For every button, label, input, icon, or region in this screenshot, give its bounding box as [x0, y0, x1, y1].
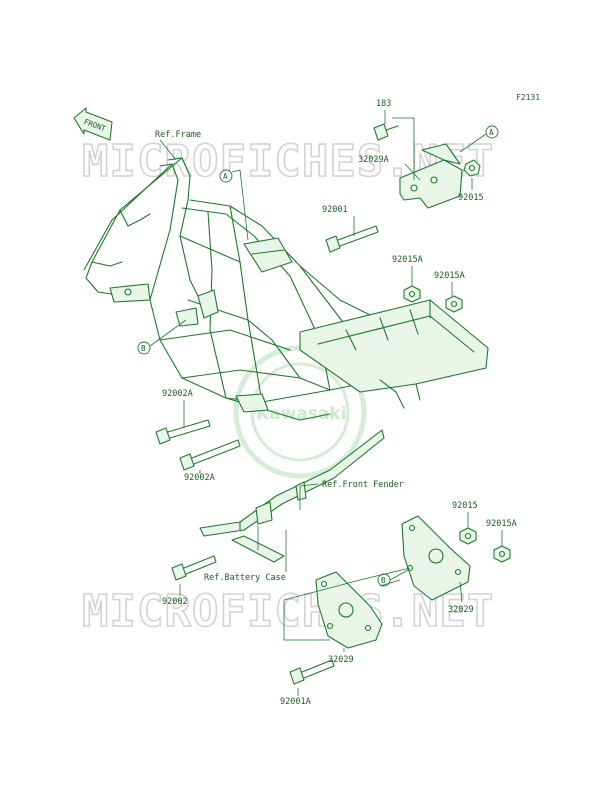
label-ref-frame: Ref.Frame [155, 130, 201, 140]
nut-92015a-low [493, 545, 511, 563]
callout-a-bracket: A [459, 125, 499, 153]
label-32029-left: 32029 [328, 655, 354, 665]
label-92002a-1: 92002A [162, 389, 193, 399]
plate-32029-right [401, 515, 471, 601]
svg-text:A: A [223, 172, 228, 181]
svg-text:B: B [141, 344, 146, 353]
bolt-92002 [171, 555, 217, 581]
label-92001: 92001 [322, 205, 348, 215]
nut-92015a-right [445, 295, 463, 313]
brand-logo-text: Kawasaki [256, 404, 347, 424]
label-92002: 92002 [162, 597, 188, 607]
callout-a-frame: A [219, 169, 249, 241]
bracket-32029a [399, 143, 463, 209]
label-ref-front-fender: Ref.Front Fender [322, 480, 404, 490]
svg-text:A: A [489, 128, 494, 137]
figure-code: F2131 [516, 93, 540, 102]
label-183: 183 [376, 99, 391, 109]
front-fender-bracket [199, 429, 385, 537]
bolt-92001 [325, 225, 379, 253]
bolt-92001a [289, 659, 335, 685]
nut-92015a-left [403, 285, 421, 303]
label-32029a: 32029A [358, 155, 389, 165]
svg-text:B: B [381, 576, 386, 585]
front-arrow-icon: FRONT [73, 107, 113, 141]
label-92002a-2: 92002A [184, 473, 215, 483]
label-92001a: 92001A [280, 697, 311, 707]
callout-b-frame: B [137, 319, 187, 355]
label-32029-right: 32029 [448, 605, 474, 615]
bolt-92002a-lower [179, 439, 241, 471]
frame [83, 157, 489, 421]
nut-92015-top [463, 159, 481, 177]
label-92015-low: 92015 [452, 501, 478, 511]
label-92015a-low: 92015A [486, 519, 517, 529]
bolt-92002a-upper [155, 419, 211, 445]
label-92015a-2: 92015A [434, 271, 465, 281]
label-92015-top: 92015 [458, 193, 484, 203]
bolt-183 [373, 123, 399, 141]
label-92015a-1: 92015A [392, 255, 423, 265]
nut-92015-low [459, 527, 477, 545]
label-ref-battery-case: Ref.Battery Case [204, 573, 286, 583]
